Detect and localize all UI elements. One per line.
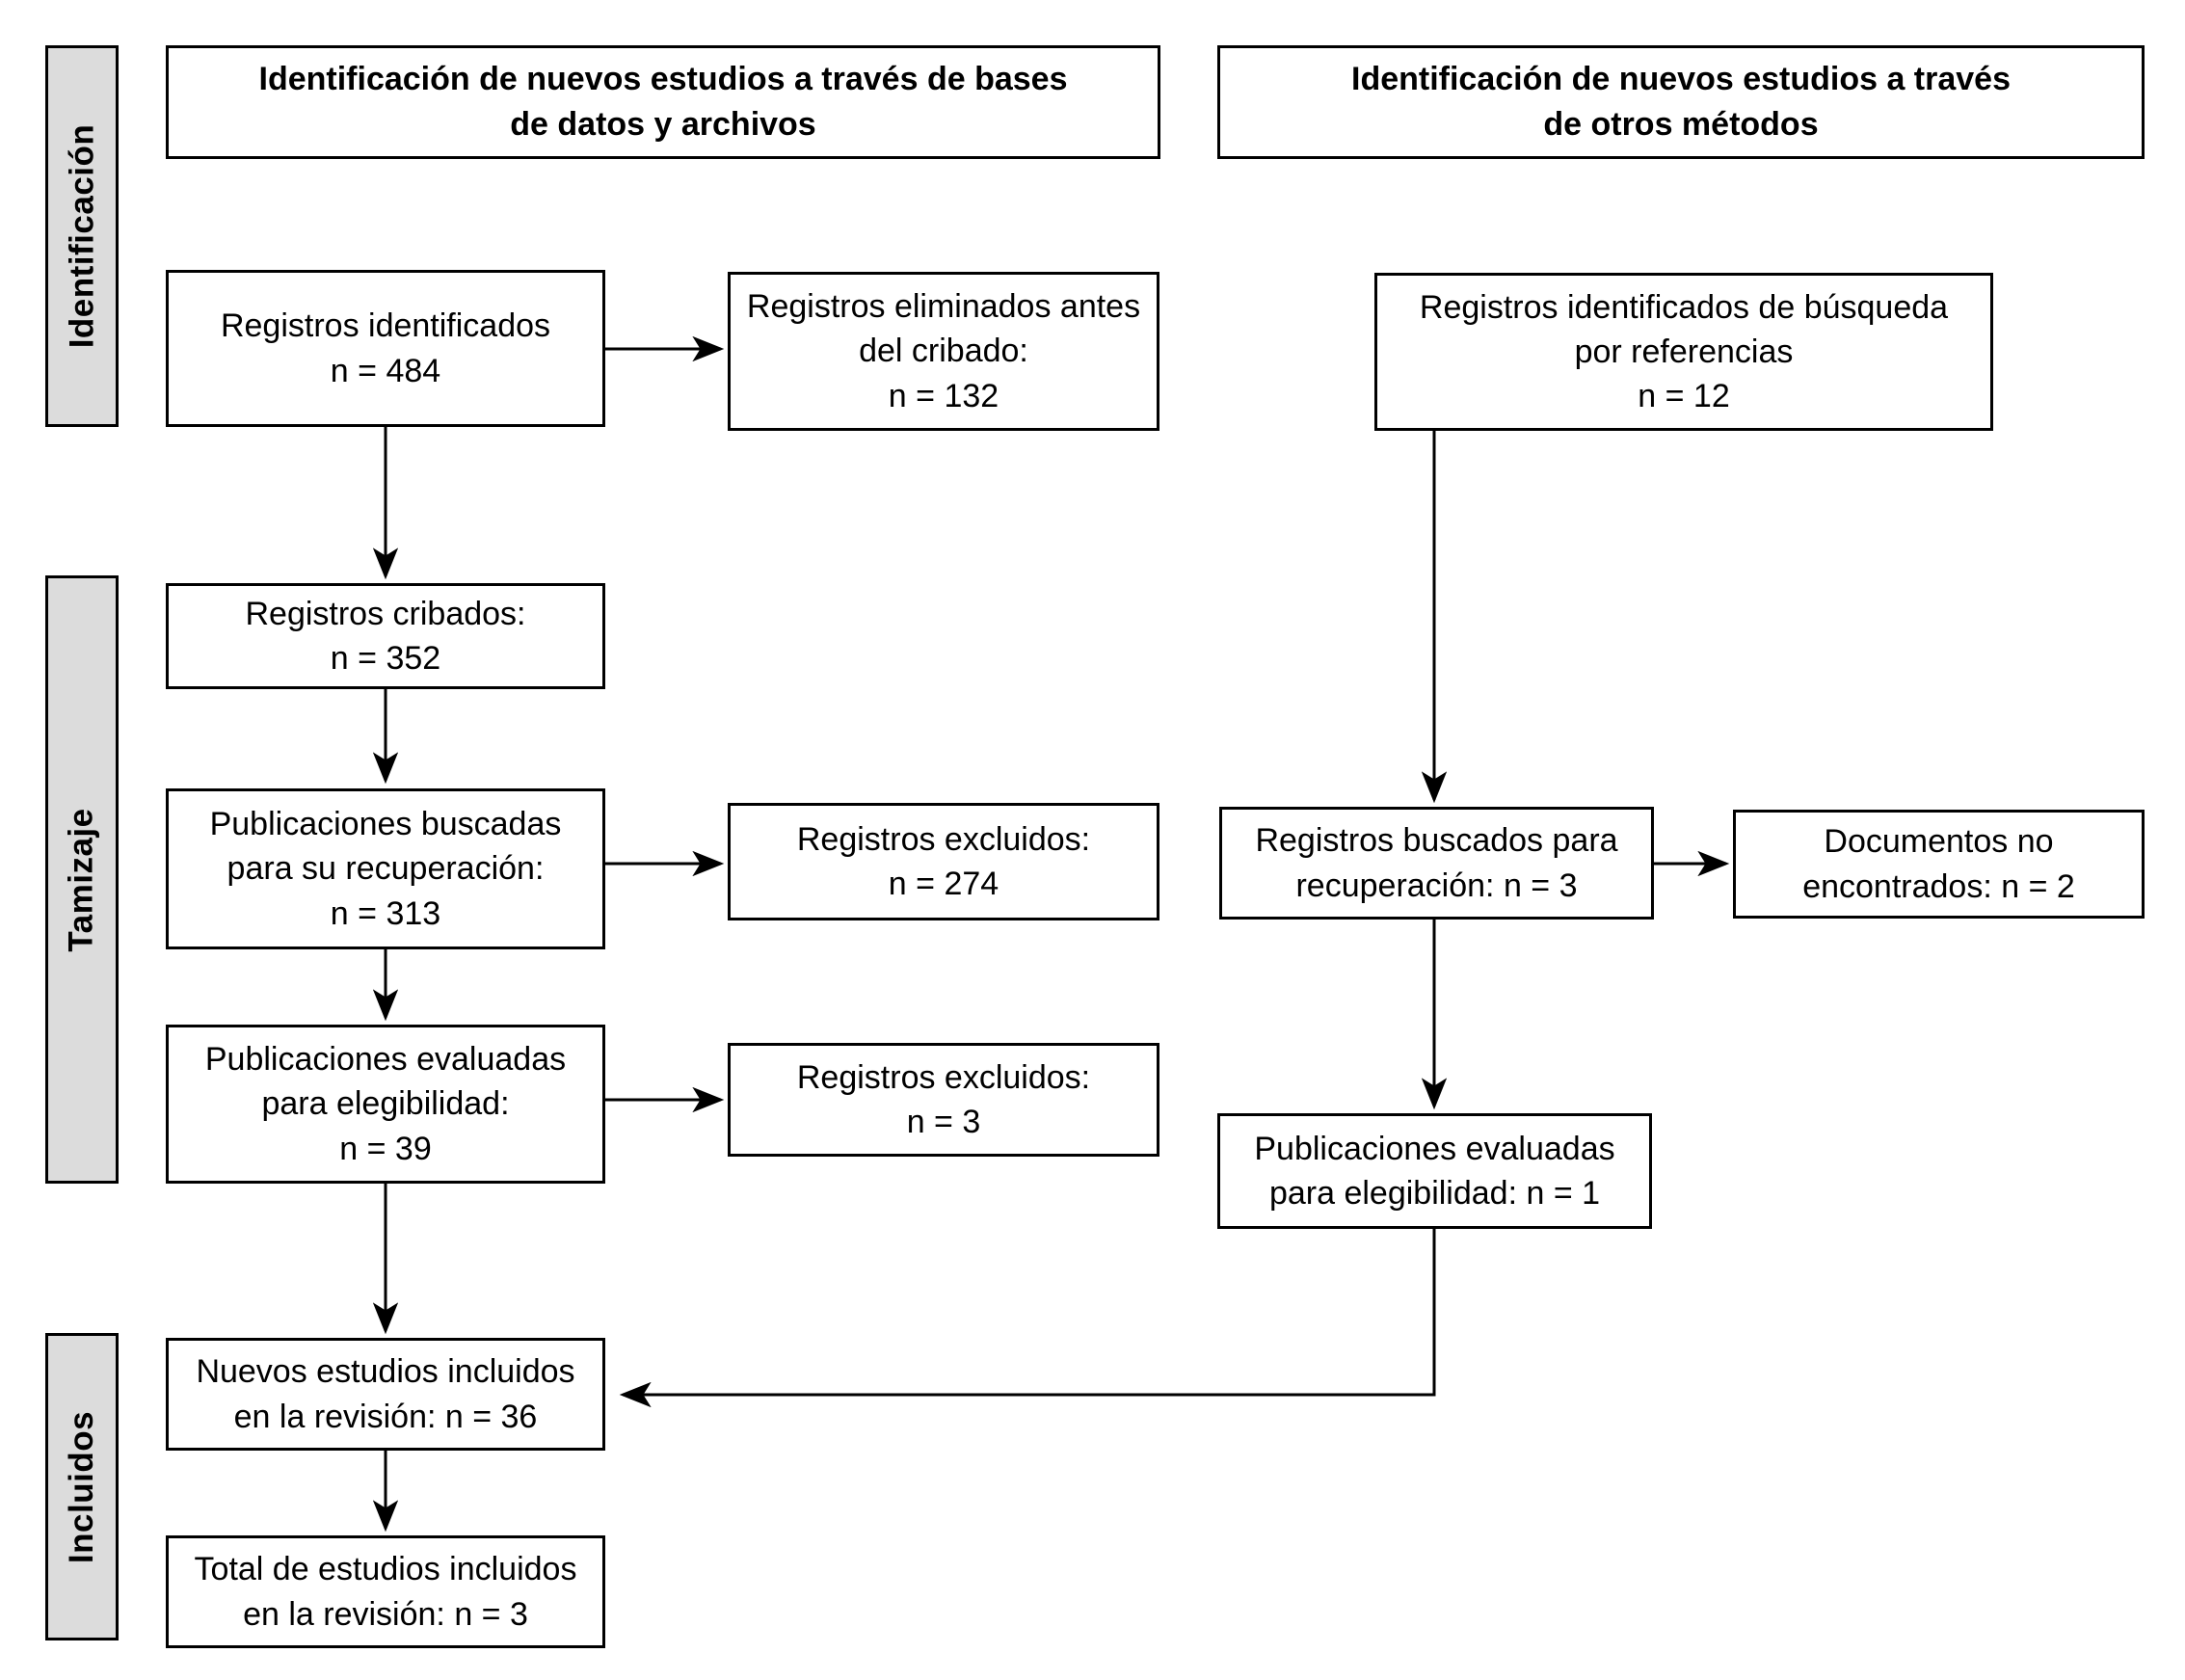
box-reports-assessed-right: Publicaciones evaluadas para elegibilida… [1217, 1113, 1652, 1229]
stage-bar-identification: Identificación [45, 45, 119, 427]
box-reports-assessed: Publicaciones evaluadas para elegibilida… [166, 1025, 605, 1184]
box-records-identified-citation: Registros identificados de búsqueda por … [1374, 273, 1993, 431]
header-other-methods: Identificación de nuevos estudios a trav… [1217, 45, 2145, 159]
box-records-excluded: Registros excluidos: n = 274 [728, 803, 1159, 920]
box-records-sought-right: Registros buscados para recuperación: n … [1219, 807, 1654, 920]
stage-bar-included: Incluidos [45, 1333, 119, 1640]
box-records-identified: Registros identificados n = 484 [166, 270, 605, 427]
box-total-studies-included: Total de estudios incluidos en la revisi… [166, 1535, 605, 1648]
box-reports-excluded: Registros excluidos: n = 3 [728, 1043, 1159, 1157]
header-databases: Identificación de nuevos estudios a trav… [166, 45, 1160, 159]
stage-label-identification: Identificación [63, 123, 100, 349]
arrow-assessed-right-to-new-included [619, 1229, 1436, 1408]
box-reports-sought: Publicaciones buscadas para su recuperac… [166, 788, 605, 949]
box-new-studies-included: Nuevos estudios incluidos en la revisión… [166, 1338, 605, 1451]
stage-bar-screening: Tamizaje [45, 575, 119, 1184]
box-records-screened: Registros cribados: n = 352 [166, 583, 605, 689]
box-records-removed-before-screening: Registros eliminados antes del cribado: … [728, 272, 1159, 431]
stage-label-included: Incluidos [63, 1410, 100, 1563]
box-documents-not-found: Documentos no encontrados: n = 2 [1733, 810, 2145, 919]
stage-label-screening: Tamizaje [63, 807, 100, 952]
